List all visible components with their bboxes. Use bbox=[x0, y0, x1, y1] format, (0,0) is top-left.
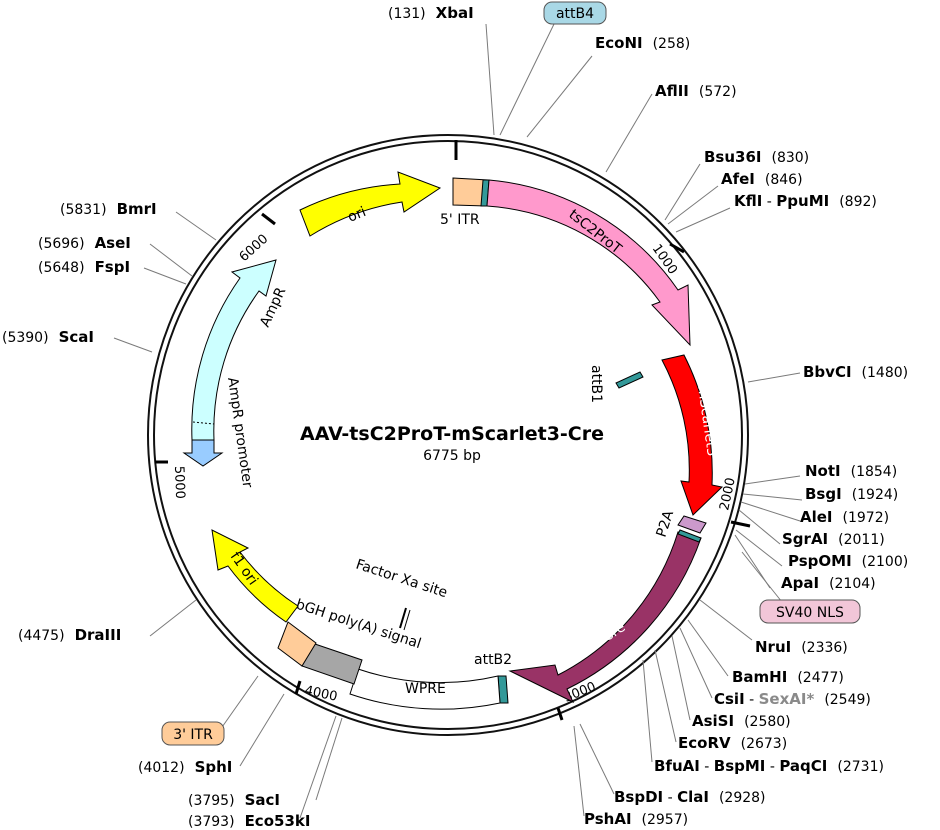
feature-ori bbox=[299, 171, 442, 237]
enzyme-fspi: (5648)FspI bbox=[38, 258, 130, 276]
enzyme-bsgi: BsgI(1924) bbox=[805, 485, 898, 503]
label-attb2: attB2 bbox=[474, 652, 512, 668]
enzyme-nrui: NruI(2336) bbox=[755, 638, 848, 656]
enzyme-sgrai: SgrAI(2011) bbox=[782, 530, 885, 548]
feature-p2a bbox=[677, 515, 707, 534]
enzyme-asisi: AsiSI(2580) bbox=[692, 712, 791, 730]
enzyme-bmri: (5831)BmrI bbox=[60, 200, 157, 218]
enzyme-bamhi: BamHI(2477) bbox=[732, 668, 844, 686]
label-attb1: attB1 bbox=[588, 365, 604, 403]
plasmid-name: AAV-tsC2ProT-mScarlet3-Cre bbox=[300, 423, 604, 445]
label-ampr-promoter: AmpR promoter bbox=[224, 376, 255, 489]
label-five-itr: 5' ITR bbox=[440, 212, 480, 228]
enzyme-noti: NotI(1854) bbox=[805, 462, 897, 480]
feature-ampr-promoter bbox=[182, 439, 224, 467]
label-p2a: P2A bbox=[654, 508, 678, 539]
tick-2000: 2000 bbox=[717, 476, 739, 511]
feature-tsc2prot bbox=[486, 179, 691, 347]
feature-three-itr bbox=[277, 621, 317, 667]
label-ori: ori bbox=[346, 204, 369, 226]
tick-5000: 5000 bbox=[171, 466, 187, 500]
feature-cre bbox=[508, 531, 702, 704]
feature-wpre bbox=[349, 668, 501, 710]
plasmid-size: 6775 bp bbox=[423, 448, 481, 464]
enzyme-csii: CsiI - SexAI*(2549) bbox=[714, 690, 871, 708]
enzyme-ecorv: EcoRV(2673) bbox=[678, 734, 787, 752]
three-itr-label: 3' ITR bbox=[173, 727, 213, 743]
enzyme-apai: ApaI(2104) bbox=[781, 574, 876, 592]
tick-6000: 6000 bbox=[237, 232, 272, 265]
enzyme-pspomi: PspOMI(2100) bbox=[788, 552, 908, 570]
backbone bbox=[147, 134, 749, 736]
enzyme-bspdi: BspDI - ClaI(2928) bbox=[614, 788, 766, 806]
enzyme-asei: (5696)AseI bbox=[38, 234, 131, 252]
attb4-box bbox=[543, 1, 607, 25]
enzyme-saci: (3795)SacI bbox=[188, 791, 280, 809]
enzyme-bfuai: BfuAI - BspMI - PaqCI(2731) bbox=[654, 757, 884, 775]
enzyme-alei: AleI(1972) bbox=[800, 508, 889, 526]
feature-factor-xa bbox=[399, 607, 407, 629]
feature-cre-attb-mark bbox=[677, 529, 702, 543]
attb4-label: attB4 bbox=[556, 6, 594, 22]
sv40-nls-label: SV40 NLS bbox=[776, 605, 844, 621]
sv40-nls-box bbox=[759, 599, 861, 624]
enzyme-eco53ki: (3793)Eco53kI bbox=[188, 812, 310, 830]
enzyme-aflii: AflII(572) bbox=[655, 82, 737, 100]
enzyme-bbvci: BbvCI(1480) bbox=[803, 363, 908, 381]
feature-arrows: 5' ITR tsC2ProT mScarlet3 P2A Cre attB1 … bbox=[182, 171, 724, 710]
enzyme-bsu36i: Bsu36I(830) bbox=[704, 148, 809, 166]
feature-f1-ori bbox=[211, 529, 299, 623]
feature-mscarlet3 bbox=[661, 354, 724, 516]
feature-attb1 bbox=[615, 371, 644, 389]
enzyme-xbai: (131)XbaI bbox=[388, 4, 474, 22]
enzyme-labels: (131)XbaI EcoNI(258) AflII(572) Bsu36I(8… bbox=[2, 4, 908, 830]
feature-ampr bbox=[191, 259, 277, 441]
three-itr-box bbox=[161, 721, 225, 746]
enzyme-sphi: (4012)SphI bbox=[138, 758, 232, 776]
enzyme-leaders bbox=[113, 21, 803, 819]
label-wpre: WPRE bbox=[405, 681, 446, 697]
label-factor-xa: Factor Xa site bbox=[354, 557, 450, 602]
enzyme-pshai: PshAI(2957) bbox=[584, 810, 688, 828]
tick-4000: 4000 bbox=[303, 683, 338, 705]
enzyme-draiii: (4475)DraIII bbox=[18, 626, 121, 644]
enzyme-econi: EcoNI(258) bbox=[595, 34, 690, 52]
enzyme-afei: AfeI(846) bbox=[721, 170, 803, 188]
boxed-labels: attB4 SV40 NLS 3' ITR bbox=[161, 1, 861, 746]
enzyme-scai: (5390)ScaI bbox=[2, 328, 94, 346]
enzyme-kfli: KflI - PpuMI(892) bbox=[734, 192, 877, 210]
